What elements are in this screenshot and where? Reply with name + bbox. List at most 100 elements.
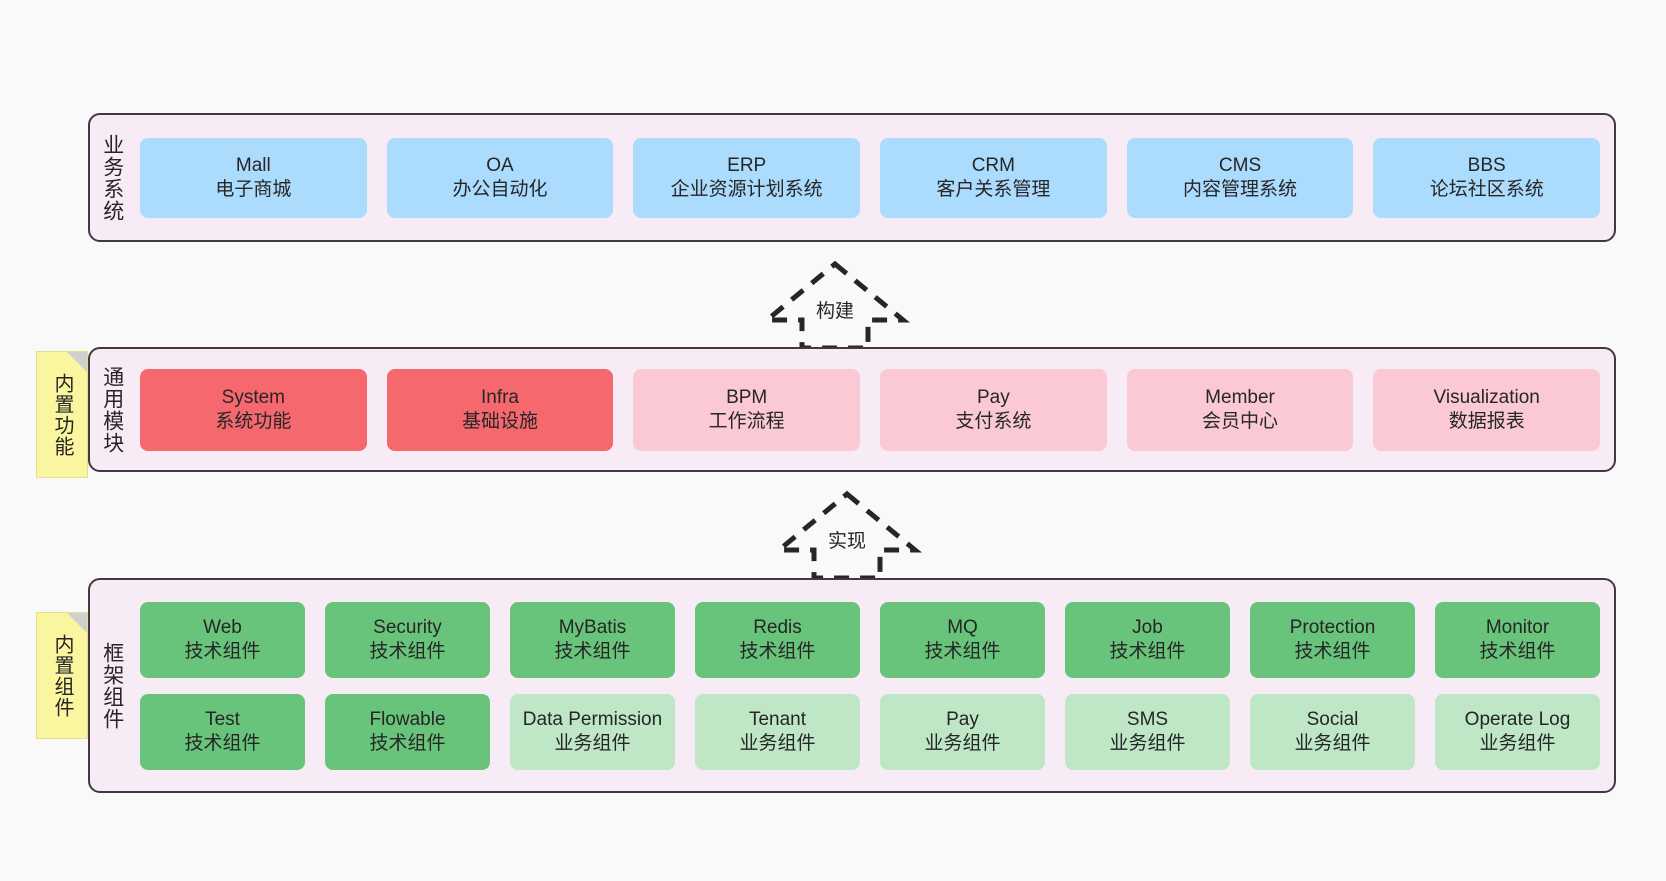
card-social[interactable]: Social 业务组件 (1250, 693, 1415, 770)
note-fold-corner-icon (67, 613, 87, 633)
card-bbs-cn: 论坛社区系统 (1429, 178, 1544, 200)
card-infra-cn: 基础设施 (462, 410, 539, 432)
layer-framework-body: Web 技术组件 Security 技术组件 MyBatis 技术组件 Redi… (134, 580, 1614, 791)
card-visualization-en: Visualization (1433, 387, 1540, 409)
card-flowable[interactable]: Flowable 技术组件 (325, 693, 490, 770)
card-system-en: System (221, 387, 286, 409)
card-visualization[interactable]: Visualization 数据报表 (1373, 368, 1601, 451)
card-test-en: Test (205, 709, 240, 731)
card-crm[interactable]: CRM 客户关系管理 (880, 137, 1107, 218)
card-security[interactable]: Security 技术组件 (325, 601, 490, 678)
card-monitor-cn: 技术组件 (1479, 640, 1556, 662)
layer-modules-body: System 系统功能 Infra 基础设施 BPM 工作流程 Pay 支付系统… (134, 349, 1614, 470)
card-infra-en: Infra (480, 387, 520, 409)
layer-common-modules: 通用模块 System 系统功能 Infra 基础设施 BPM 工作流程 Pay… (88, 347, 1616, 472)
card-mall-en: Mall (235, 155, 271, 177)
note-builtin-components-label: 内置组件 (51, 633, 73, 718)
card-erp[interactable]: ERP 企业资源计划系统 (633, 137, 861, 218)
card-bbs[interactable]: BBS 论坛社区系统 (1373, 137, 1601, 218)
card-system-cn: 系统功能 (215, 410, 292, 432)
card-oa[interactable]: OA 办公自动化 (386, 137, 614, 218)
card-mybatis-cn: 技术组件 (554, 640, 631, 662)
card-job-en: Job (1132, 617, 1163, 639)
card-protection-en: Protection (1289, 617, 1376, 639)
card-security-cn: 技术组件 (369, 640, 446, 662)
arrow-build: 构建 (760, 258, 910, 352)
card-erp-cn: 企业资源计划系统 (670, 178, 823, 200)
card-redis[interactable]: Redis 技术组件 (695, 601, 860, 678)
card-sms-cn: 业务组件 (1109, 732, 1186, 754)
card-test[interactable]: Test 技术组件 (140, 693, 305, 770)
card-job[interactable]: Job 技术组件 (1065, 601, 1230, 678)
arrow-implement: 实现 (772, 488, 922, 582)
card-visualization-cn: 数据报表 (1448, 410, 1525, 432)
card-data-permission-en: Data Permission (522, 709, 663, 731)
layer-modules-title: 通用模块 (100, 365, 124, 454)
card-flowable-cn: 技术组件 (369, 732, 446, 754)
card-operate-log-cn: 业务组件 (1479, 732, 1556, 754)
card-social-en: Social (1306, 709, 1359, 731)
card-sms-en: SMS (1126, 709, 1169, 731)
card-member-en: Member (1205, 387, 1275, 409)
card-member[interactable]: Member 会员中心 (1126, 368, 1354, 451)
card-pay-module-cn: 支付系统 (955, 410, 1032, 432)
card-cms-cn: 内容管理系统 (1183, 178, 1298, 200)
note-builtin-components: 内置组件 (36, 612, 88, 739)
card-web-en: Web (203, 617, 242, 639)
card-operate-log-en: Operate Log (1464, 709, 1571, 731)
card-protection[interactable]: Protection 技术组件 (1250, 601, 1415, 678)
card-cms[interactable]: CMS 内容管理系统 (1126, 137, 1354, 218)
card-mybatis-en: MyBatis (558, 617, 627, 639)
card-data-permission[interactable]: Data Permission 业务组件 (510, 693, 675, 770)
card-bpm[interactable]: BPM 工作流程 (633, 368, 861, 451)
note-builtin-features-label: 内置功能 (51, 372, 73, 457)
layer-business-body: Mall 电子商城 OA 办公自动化 ERP 企业资源计划系统 CRM 客户关系… (134, 115, 1614, 240)
card-tenant[interactable]: Tenant 业务组件 (695, 693, 860, 770)
card-mall-cn: 电子商城 (215, 178, 292, 200)
card-crm-en: CRM (971, 155, 1015, 177)
card-infra[interactable]: Infra 基础设施 (386, 368, 614, 451)
card-mq-en: MQ (947, 617, 978, 639)
card-oa-cn: 办公自动化 (452, 178, 548, 200)
card-redis-en: Redis (753, 617, 802, 639)
layer-framework-components: 框架组件 Web 技术组件 Security 技术组件 MyBatis 技术组件… (88, 578, 1616, 793)
card-monitor[interactable]: Monitor 技术组件 (1435, 601, 1600, 678)
card-member-cn: 会员中心 (1202, 410, 1279, 432)
layer-business-systems: 业务系统 Mall 电子商城 OA 办公自动化 ERP 企业资源计划系统 CRM… (88, 113, 1616, 242)
card-crm-cn: 客户关系管理 (936, 178, 1051, 200)
card-test-cn: 技术组件 (184, 732, 261, 754)
modules-card-row: System 系统功能 Infra 基础设施 BPM 工作流程 Pay 支付系统… (140, 368, 1601, 451)
layer-business-title: 业务系统 (100, 133, 124, 222)
framework-business-row: Test 技术组件 Flowable 技术组件 Data Permission … (140, 693, 1600, 770)
card-monitor-en: Monitor (1485, 617, 1550, 639)
card-job-cn: 技术组件 (1109, 640, 1186, 662)
card-erp-en: ERP (727, 155, 767, 177)
card-data-permission-cn: 业务组件 (554, 732, 631, 754)
card-bpm-cn: 工作流程 (708, 410, 785, 432)
card-pay-component[interactable]: Pay 业务组件 (880, 693, 1045, 770)
card-pay-component-cn: 业务组件 (924, 732, 1001, 754)
layer-framework-title: 框架组件 (100, 641, 124, 730)
card-pay-module[interactable]: Pay 支付系统 (880, 368, 1107, 451)
card-operate-log[interactable]: Operate Log 业务组件 (1435, 693, 1600, 770)
framework-tech-row: Web 技术组件 Security 技术组件 MyBatis 技术组件 Redi… (140, 601, 1600, 678)
card-oa-en: OA (486, 155, 514, 177)
card-security-en: Security (373, 617, 442, 639)
card-system[interactable]: System 系统功能 (140, 368, 367, 451)
card-tenant-en: Tenant (748, 709, 807, 731)
card-tenant-cn: 业务组件 (739, 732, 816, 754)
card-redis-cn: 技术组件 (739, 640, 816, 662)
card-cms-en: CMS (1218, 155, 1262, 177)
business-card-row: Mall 电子商城 OA 办公自动化 ERP 企业资源计划系统 CRM 客户关系… (140, 137, 1601, 218)
card-web[interactable]: Web 技术组件 (140, 601, 305, 678)
card-sms[interactable]: SMS 业务组件 (1065, 693, 1230, 770)
card-social-cn: 业务组件 (1294, 732, 1371, 754)
card-mybatis[interactable]: MyBatis 技术组件 (510, 601, 675, 678)
card-mq[interactable]: MQ 技术组件 (880, 601, 1045, 678)
note-fold-corner-icon (67, 352, 87, 372)
card-bbs-en: BBS (1467, 155, 1506, 177)
card-protection-cn: 技术组件 (1294, 640, 1371, 662)
card-web-cn: 技术组件 (184, 640, 261, 662)
card-mall[interactable]: Mall 电子商城 (140, 137, 367, 218)
